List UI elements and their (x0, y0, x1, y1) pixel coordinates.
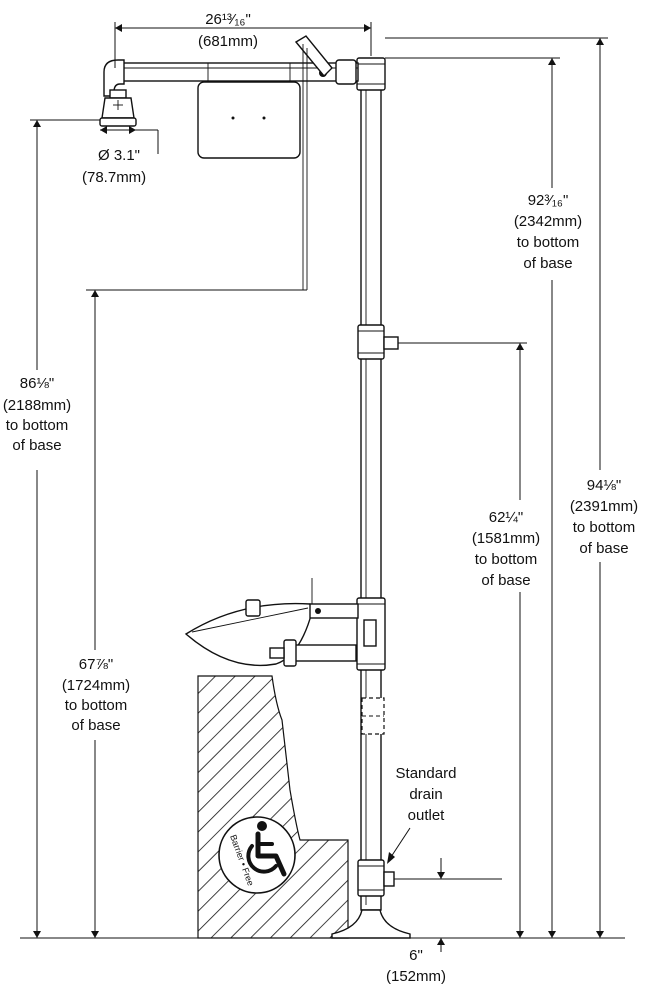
svg-text:of base: of base (71, 717, 120, 734)
barrier-free-badge: Barrier • Free (218, 816, 296, 894)
drain-outlet-stub (383, 871, 395, 887)
top-tee (356, 57, 386, 91)
dim-head-dia-mm: (78.7mm) (82, 169, 146, 186)
dim-arm-width-in: 26¹³⁄₁₆" (205, 11, 251, 28)
base-flange (331, 909, 411, 939)
svg-text:outlet: outlet (408, 807, 446, 824)
svg-text:(1724mm): (1724mm) (62, 677, 130, 694)
inlet-tee (357, 324, 385, 360)
svg-text:to bottom: to bottom (475, 551, 538, 568)
svg-text:67⅞": 67⅞" (79, 656, 114, 673)
svg-text:(2391mm): (2391mm) (570, 498, 638, 515)
dim-drain-height: 6" (152mm) (386, 858, 502, 985)
dim-top-height: 92³⁄₁₆" (2342mm) to bottom of base (385, 57, 582, 938)
svg-text:(2188mm): (2188mm) (3, 397, 71, 414)
dim-head-dia-in: Ø 3.1" (98, 147, 140, 164)
svg-text:(2342mm): (2342mm) (514, 213, 582, 230)
inlet-stub (383, 336, 399, 350)
drain-tee (357, 859, 385, 897)
svg-text:92³⁄₁₆": 92³⁄₁₆" (528, 192, 569, 209)
eyewash-supply-pipe (291, 644, 357, 662)
dim-arm-width: 26¹³⁄₁₆" (681mm) (114, 11, 372, 68)
dim-pull-height: 67⅞" (1724mm) to bottom of base (62, 289, 307, 938)
svg-text:6": 6" (409, 947, 423, 964)
dim-arrowheads (33, 24, 604, 938)
dim-head-height: 86⅛" (2188mm) to bottom of base (3, 119, 100, 938)
svg-text:Standard: Standard (396, 765, 457, 782)
dim-inlet-height: 62¼" (1581mm) to bottom of base (398, 342, 540, 938)
dim-head-diameter: Ø 3.1" (78.7mm) (82, 129, 159, 186)
svg-text:of base: of base (523, 255, 572, 272)
pull-handle-bracket (294, 35, 333, 78)
svg-text:to bottom: to bottom (6, 417, 69, 434)
drain-outlet-callout: Standard drain outlet (387, 765, 456, 864)
svg-text:of base: of base (579, 540, 628, 557)
svg-text:(1581mm): (1581mm) (472, 530, 540, 547)
shower-head (99, 89, 137, 127)
svg-text:62¼": 62¼" (489, 509, 524, 526)
svg-text:of base: of base (12, 437, 61, 454)
shower-sign (197, 81, 301, 159)
svg-text:94⅛": 94⅛" (587, 477, 622, 494)
svg-text:(152mm): (152mm) (386, 968, 446, 985)
dim-total-height: 94⅛" (2391mm) to bottom of base (385, 37, 638, 938)
svg-text:drain: drain (409, 786, 442, 803)
dim-arm-width-mm: (681mm) (198, 33, 258, 50)
wheelchair-accessibility-icon (246, 821, 287, 877)
svg-text:of base: of base (481, 572, 530, 589)
counter-cabinet (197, 675, 349, 939)
main-standpipe (360, 79, 382, 911)
svg-text:to bottom: to bottom (573, 519, 636, 536)
svg-text:86⅛": 86⅛" (20, 375, 55, 392)
shower-valve (335, 59, 357, 85)
svg-text:to bottom: to bottom (65, 697, 128, 714)
eyewash-head (245, 599, 261, 617)
svg-text:to bottom: to bottom (517, 234, 580, 251)
